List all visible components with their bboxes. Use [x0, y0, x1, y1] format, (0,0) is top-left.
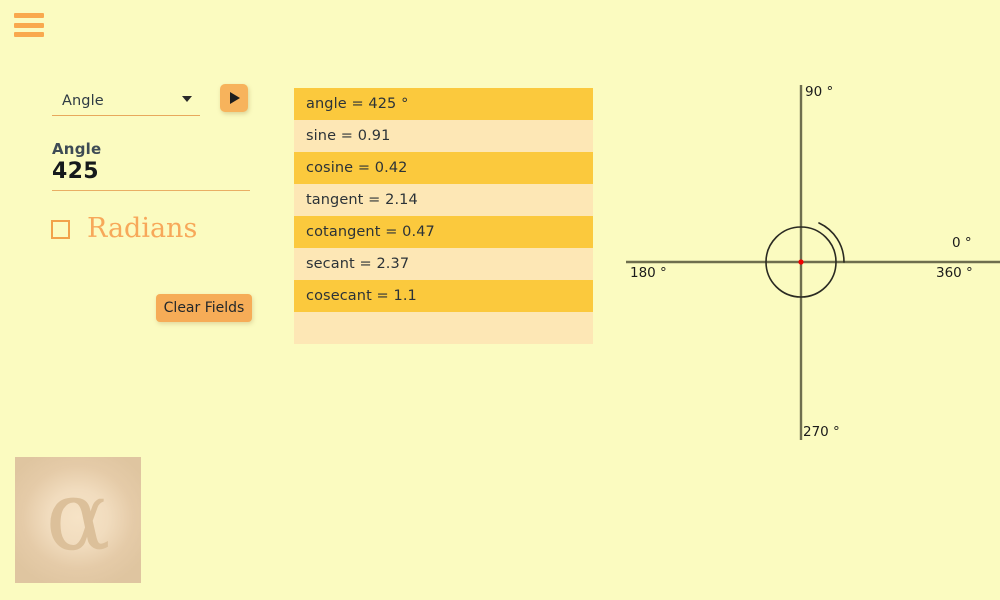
alpha-logo-glow	[15, 457, 141, 583]
angle-field-value: 425	[52, 159, 99, 184]
radians-label: Radians	[87, 213, 198, 244]
run-button[interactable]	[220, 84, 248, 112]
result-row-cosecant: cosecant = 1.1	[294, 280, 593, 312]
result-row-empty	[294, 312, 593, 344]
result-row-secant: secant = 2.37	[294, 248, 593, 280]
controls-panel: Angle Angle 425 Radians Clear Fields α	[0, 0, 280, 600]
hamburger-menu-icon[interactable]	[14, 13, 44, 37]
unit-circle	[765, 226, 837, 298]
mode-select-value: Angle	[62, 92, 104, 109]
mode-select-row: Angle	[52, 84, 248, 118]
axis-label-270: 270 °	[803, 424, 840, 440]
play-triangle-icon	[230, 92, 240, 104]
radians-checkbox[interactable]: Radians	[51, 214, 197, 244]
result-row-tangent: tangent = 2.14	[294, 184, 593, 216]
angle-field-underline	[52, 190, 250, 191]
axis-label-90: 90 °	[805, 84, 834, 100]
result-row-sine: sine = 0.91	[294, 120, 593, 152]
result-row-cosine: cosine = 0.42	[294, 152, 593, 184]
unit-circle-svg	[626, 85, 1000, 440]
checkbox-square-icon[interactable]	[51, 219, 70, 239]
alpha-glyph-icon: α	[45, 460, 111, 572]
angle-sweep-arc	[818, 222, 845, 263]
unit-circle-diagram: 90 ° 0 ° 360 ° 180 ° 270 °	[600, 60, 1000, 480]
results-list: angle = 425 ° sine = 0.91 cosine = 0.42 …	[294, 88, 593, 344]
mode-select[interactable]: Angle	[52, 86, 200, 116]
angle-field[interactable]: Angle 425	[52, 140, 250, 191]
axis-label-180: 180 °	[630, 265, 667, 281]
clear-fields-button[interactable]: Clear Fields	[156, 294, 252, 322]
angle-field-label: Angle	[52, 140, 102, 158]
result-row-angle: angle = 425 °	[294, 88, 593, 120]
axis-label-0: 0 °	[952, 235, 972, 251]
alpha-logo: α	[15, 457, 141, 583]
origin-point	[798, 259, 804, 265]
axis-label-360: 360 °	[936, 265, 973, 281]
result-row-cotangent: cotangent = 0.47	[294, 216, 593, 248]
hamburger-bar-3	[14, 32, 44, 37]
chevron-down-icon	[182, 96, 192, 102]
hamburger-bar-2	[14, 22, 44, 28]
hamburger-bar-1	[14, 13, 44, 18]
